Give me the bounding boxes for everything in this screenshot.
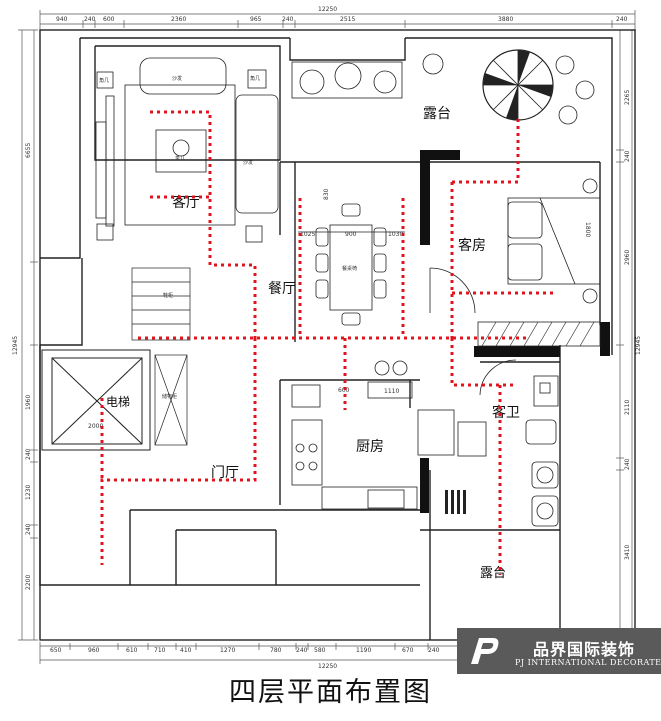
stairs [131, 267, 191, 446]
kitchen-furniture [291, 360, 487, 510]
left-dim-3: 240 [25, 448, 32, 460]
left-dim-2: 1960 [25, 395, 32, 410]
left-dim-1: 6655 [25, 143, 32, 158]
right-dim-3: 2960 [624, 250, 631, 265]
left-total-dim: 12945 [12, 336, 19, 355]
dim-kitchen-depth: 600 [338, 387, 350, 394]
company-logo: 品界国际装饰 PJ INTERNATIONAL DECORATE [457, 628, 661, 674]
room-label-kitchen: 厨房 [356, 439, 384, 455]
plan-caption: 四层平面布置图 [229, 677, 432, 708]
room-label-dining: 餐厅 [268, 281, 296, 297]
left-dim-5: 240 [25, 523, 32, 535]
bottom-dim-11: 670 [402, 647, 414, 654]
furniture-label-sofa-top: 沙发 [172, 75, 182, 82]
right-dim-5: 240 [624, 458, 631, 470]
top-dim-2: 240 [84, 16, 96, 23]
bottom-dim-6: 1270 [220, 647, 235, 654]
right-total-dim: 12945 [635, 336, 642, 355]
pj-logo-icon [471, 638, 499, 664]
floor-plan: 12250 940 240 600 2360 965 240 2515 3880… [12, 6, 642, 670]
dim-dining-w: 900 [345, 231, 357, 238]
bottom-dim-2: 960 [88, 647, 100, 654]
bottom-dim-1: 650 [50, 647, 62, 654]
bottom-dim-9: 580 [314, 647, 326, 654]
right-dim-4: 2110 [624, 400, 631, 415]
bathroom-fixtures [479, 359, 559, 527]
walls [39, 29, 636, 641]
dim-dining-side-l: 1025 [300, 231, 315, 238]
bottom-total-dim: 12250 [318, 663, 337, 670]
furniture-label-shoe-cabinet: 鞋柜 [163, 292, 173, 299]
logo-name-cn: 品界国际装饰 [533, 640, 636, 659]
bottom-dim-5: 410 [180, 647, 192, 654]
furniture-label-wine-cabinet: 储物柜 [162, 393, 177, 400]
room-label-guest-room: 客房 [458, 237, 486, 254]
solid-walls [420, 150, 610, 513]
bottom-dim-12: 240 [428, 647, 440, 654]
top-dim-9: 240 [616, 16, 628, 23]
dining-furniture [298, 203, 405, 326]
living-room-furniture [95, 57, 279, 243]
room-label-elevator: 电梯 [106, 395, 130, 409]
room-label-foyer: 门厅 [211, 465, 239, 481]
right-dim-1: 2265 [624, 90, 631, 105]
furniture-label-corner-left: 角几 [99, 77, 109, 84]
dim-dining-side-r: 1030 [388, 231, 403, 238]
room-label-guest-bath: 客卫 [492, 404, 520, 421]
top-dim-8: 3880 [498, 16, 513, 23]
left-dim-6: 2200 [25, 575, 32, 590]
bottom-dim-8: 240 [296, 647, 308, 654]
bottom-dim-4: 710 [154, 647, 166, 654]
dim-kitchen-counter: 1110 [384, 388, 399, 395]
furniture-label-sofa-side: 沙发 [243, 159, 253, 166]
furniture-label-corner-right: 角几 [250, 75, 260, 82]
elevator-shaft [41, 349, 151, 451]
left-dim-4: 1230 [25, 485, 32, 500]
guest-room-furniture [429, 178, 601, 347]
furniture-label-coffee-table: 茶几 [175, 155, 185, 162]
furniture-label-dining-table: 餐桌椅 [342, 265, 357, 272]
top-dim-4: 2360 [171, 16, 186, 23]
top-dim-5: 965 [250, 16, 262, 23]
room-label-terrace-top: 露台 [423, 106, 451, 122]
wardrobe-hatch [481, 321, 595, 347]
top-dimensions [39, 10, 636, 30]
right-dim-2: 240 [624, 150, 631, 162]
top-dim-1: 940 [56, 16, 68, 23]
top-total-dim: 12250 [318, 6, 337, 13]
side-dimensions [18, 29, 636, 641]
top-dim-7: 2515 [340, 16, 355, 23]
right-dim-6: 3410 [624, 545, 631, 560]
bottom-dim-7: 780 [270, 647, 282, 654]
logo-name-en: PJ INTERNATIONAL DECORATE [515, 658, 661, 667]
radiator-hatch [445, 490, 466, 514]
top-dim-6: 240 [282, 16, 294, 23]
circulation-paths [100, 110, 555, 575]
bottom-dim-10: 1190 [356, 647, 371, 654]
umbrella-stripes [483, 50, 553, 120]
dim-dining-h: 830 [323, 188, 330, 200]
top-dim-3: 600 [103, 16, 115, 23]
dim-bed: 1800 [584, 222, 591, 237]
dim-elevator: 2000 [88, 423, 103, 430]
room-label-terrace-bottom: 露台 [480, 566, 506, 581]
bottom-dim-3: 610 [126, 647, 138, 654]
